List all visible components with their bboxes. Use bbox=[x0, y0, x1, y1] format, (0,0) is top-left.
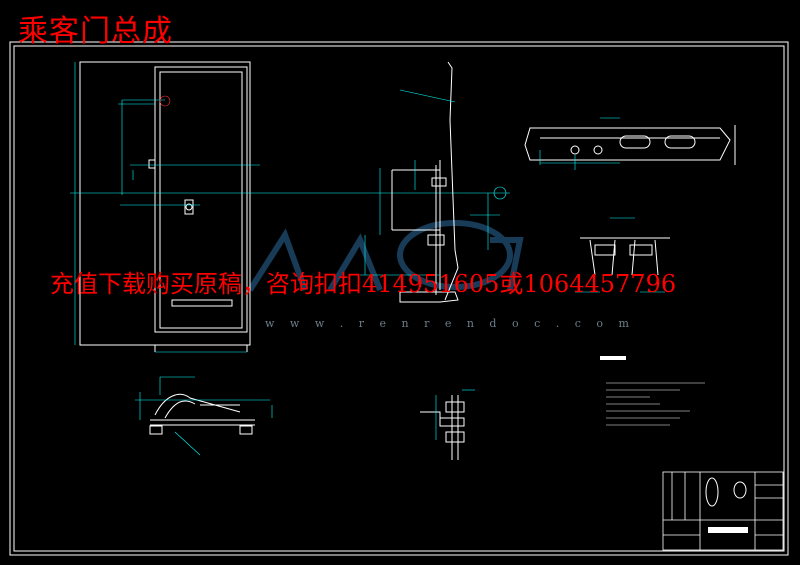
bottom-track-detail bbox=[149, 393, 255, 435]
watermark-url: w w w . r e n r e n d o c . c o m bbox=[265, 317, 635, 330]
drawing-title: 乘客门总成 bbox=[18, 14, 173, 49]
door-front-view bbox=[79, 61, 251, 352]
section-b-b bbox=[580, 237, 670, 276]
door-front-dimensions bbox=[70, 62, 510, 353]
watermark-logo bbox=[247, 220, 524, 292]
partial-view-a bbox=[524, 125, 736, 165]
title-block bbox=[662, 471, 784, 551]
bottom-track-dims bbox=[135, 376, 273, 456]
section-c-c bbox=[420, 395, 465, 460]
partial-view-a-dims bbox=[539, 117, 620, 170]
drawing-border bbox=[9, 41, 789, 556]
door-side-section bbox=[391, 61, 459, 303]
purchase-notice: 充值下载购买原稿，咨询扣扣414951605或1064457796 bbox=[50, 270, 677, 298]
technical-notes bbox=[600, 356, 705, 426]
section-b-b-dims bbox=[575, 217, 665, 293]
door-side-dimensions bbox=[360, 89, 507, 276]
section-c-c-dims bbox=[435, 389, 475, 440]
